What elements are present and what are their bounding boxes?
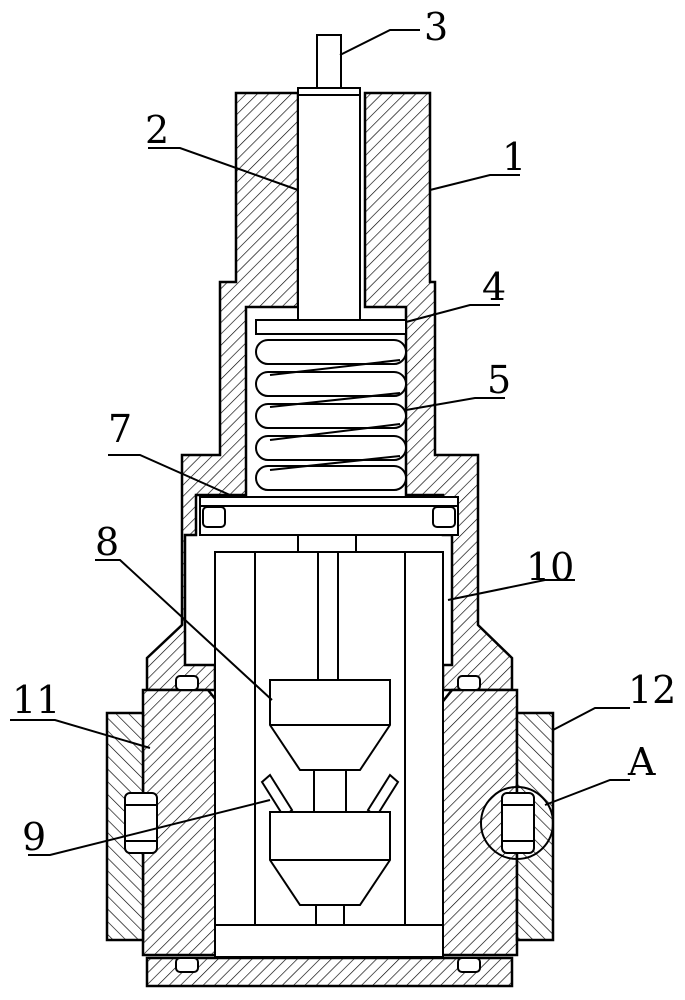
left-bottom-seal xyxy=(175,957,199,973)
label-1: 1 xyxy=(502,135,526,179)
label-4: 4 xyxy=(482,265,506,309)
left-upper-seal xyxy=(175,675,199,691)
spring-coils xyxy=(255,339,407,491)
left-fin xyxy=(260,773,294,819)
label-10: 10 xyxy=(526,545,574,589)
left-side-bearing xyxy=(124,792,158,854)
right-plate-seal xyxy=(432,506,456,528)
label-3: 3 xyxy=(424,5,448,49)
housing-body xyxy=(145,91,514,692)
right-bottom-seal xyxy=(457,957,481,973)
label-5: 5 xyxy=(487,358,511,402)
label-a: A xyxy=(627,740,656,784)
label-8: 8 xyxy=(95,520,119,564)
valve-stem xyxy=(316,34,342,96)
label-11: 11 xyxy=(12,678,60,722)
center-shaft xyxy=(317,551,339,681)
right-fin xyxy=(366,773,400,819)
valve-rod xyxy=(297,87,361,321)
label-2: 2 xyxy=(145,108,169,152)
right-upper-seal xyxy=(457,675,481,691)
detail-circle-a xyxy=(480,786,554,860)
leader-lines xyxy=(10,29,630,856)
label-7: 7 xyxy=(108,407,132,451)
right-side-bearing xyxy=(501,792,535,854)
left-plate-seal xyxy=(202,506,226,528)
label-9: 9 xyxy=(22,815,46,859)
piston-plate xyxy=(199,496,459,536)
spring-plate xyxy=(255,319,407,335)
label-12: 12 xyxy=(628,668,676,712)
